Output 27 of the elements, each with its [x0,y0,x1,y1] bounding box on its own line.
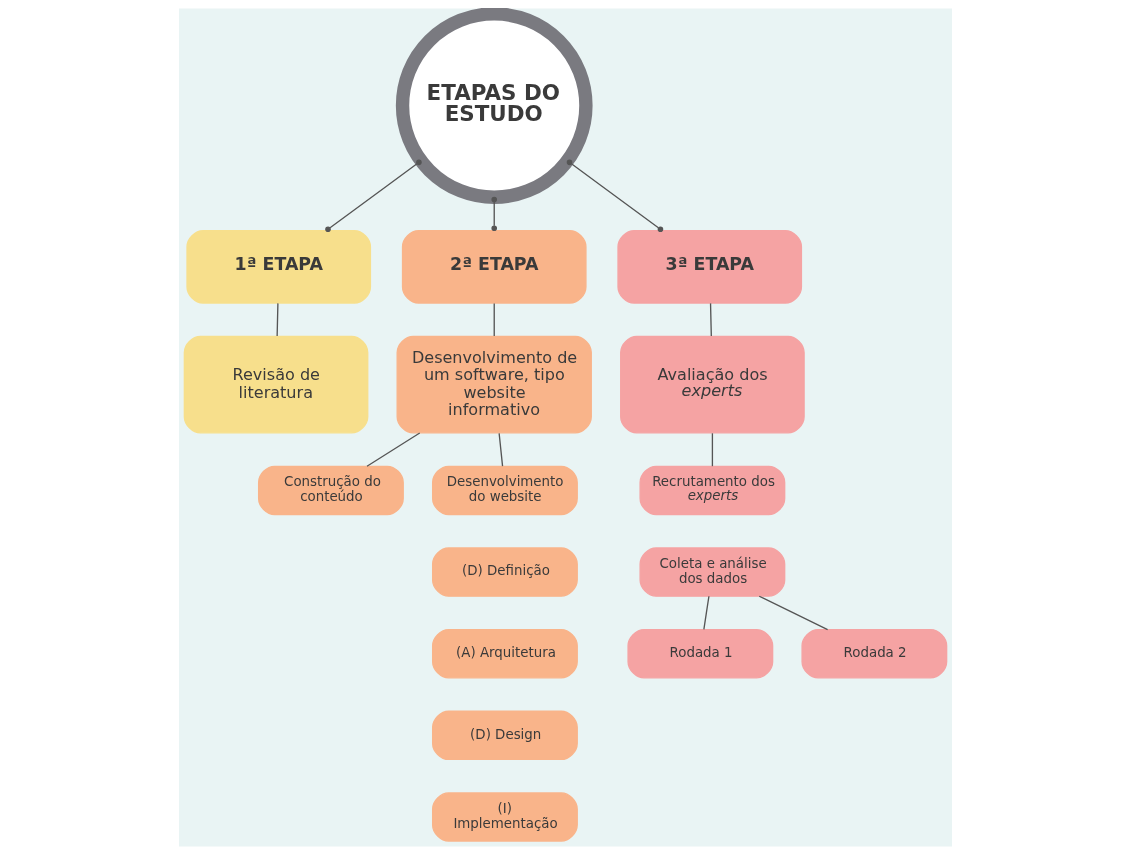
connector [490,196,497,232]
node-box: Revisão de literatura [183,335,368,434]
node-box: Rodada 1 [626,628,773,679]
node-box: Coleta e análise dos dados [638,547,785,597]
connector [758,595,828,631]
node-box: 1ª ETAPA [185,230,371,304]
node-box: Construção do conteúdo [257,465,404,516]
connector [275,302,279,337]
connector [702,595,710,630]
node-box: Avaliação dos experts [619,335,805,434]
connector [365,432,420,467]
connector [566,159,663,233]
node-box: (D) Design [431,710,578,761]
node-box: (I) Implementação [431,792,578,842]
node-box: (A) Arquitetura [431,628,578,679]
node-box: 2ª ETAPA [401,230,587,304]
node-box: Rodada 2 [800,628,947,679]
connector [493,302,495,337]
node-box: Desenvolvimento do website [431,465,578,516]
connector [324,159,422,233]
node-box: (D) Definição [431,547,578,597]
connector [709,302,712,337]
connector [711,432,713,467]
node-box: 3ª ETAPA [616,230,802,304]
connector [497,432,503,467]
node-box: Recrutamento dos experts [638,465,785,516]
node-box: Desenvolvimento de um software, tipo website informativo [396,335,592,434]
